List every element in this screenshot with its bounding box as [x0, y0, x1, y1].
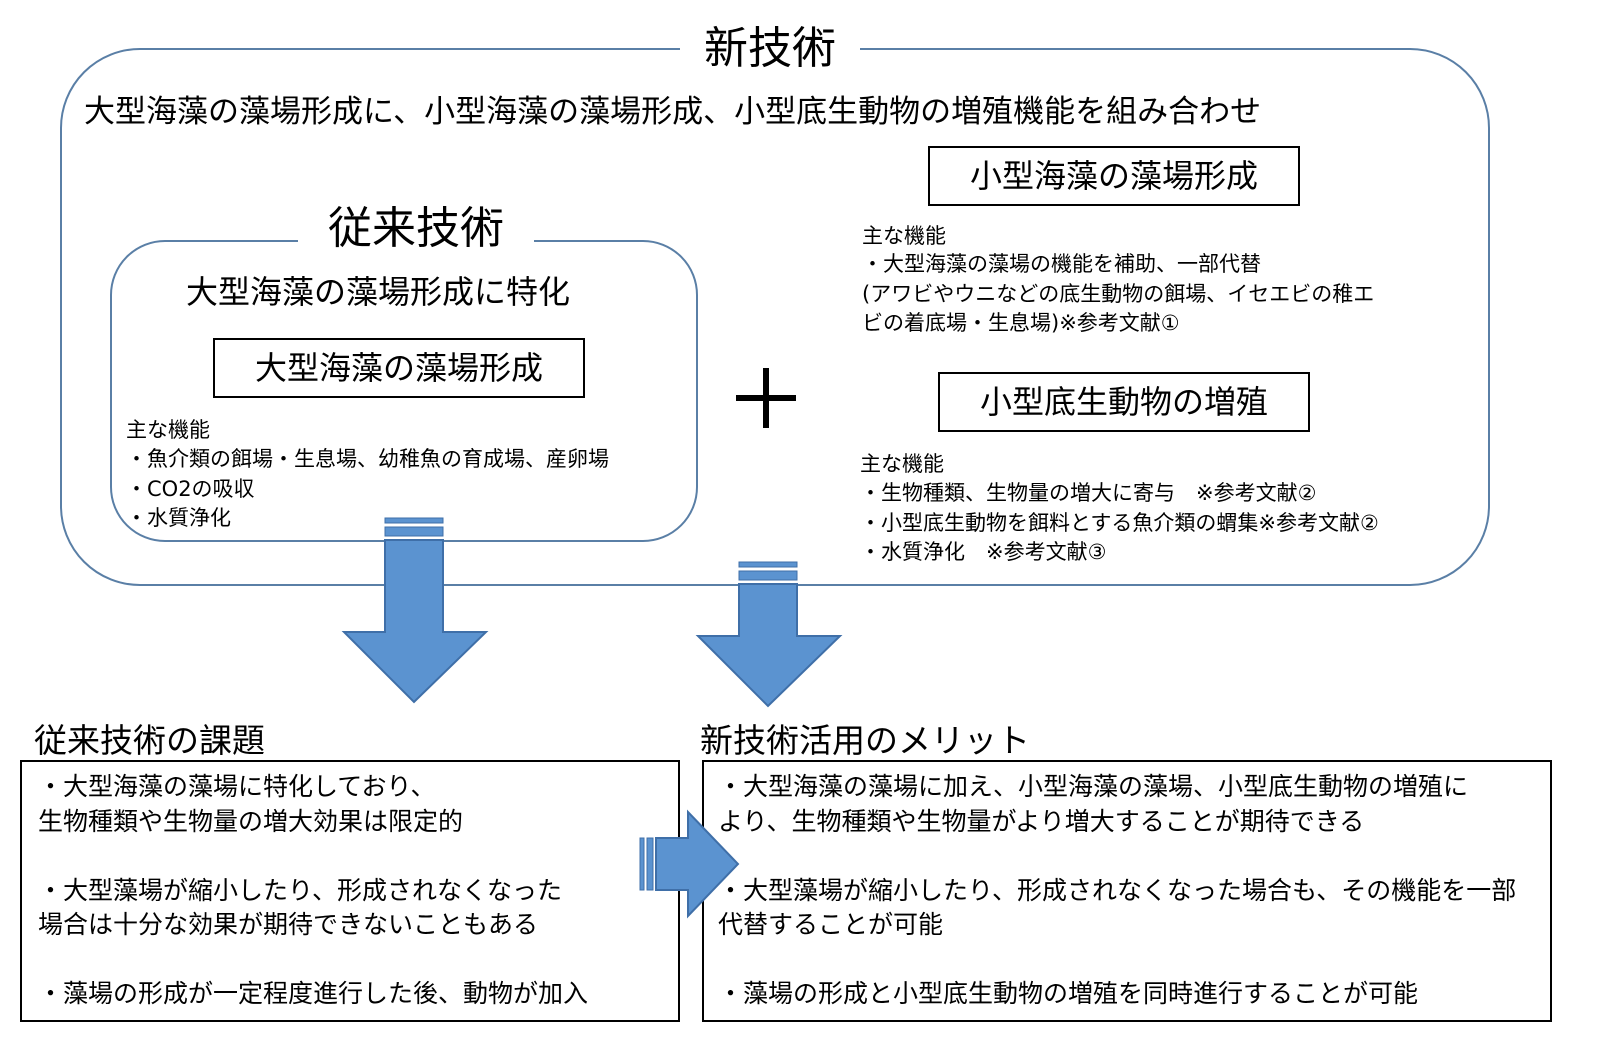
issue-line: 生物種類や生物量の増大効果は限定的	[38, 806, 464, 836]
merits-title: 新技術活用のメリット	[700, 721, 1030, 760]
merit-line: ・大型藻場が縮小したり、形成されなくなった場合も、その機能を一部	[718, 875, 1517, 905]
merit-line: ・大型海藻の藻場に加え、小型海藻の藻場、小型底生動物の増殖に	[718, 772, 1469, 801]
merits-box: ・大型海藻の藻場に加え、小型海藻の藻場、小型底生動物の増殖に より、生物種類や生…	[702, 760, 1552, 1022]
benthos-functions-list: ・生物種類、生物量の増大に寄与 ※参考文献② ・小型底生動物を餌料とする魚介類の…	[860, 479, 1379, 568]
list-item: ・水質浄化 ※参考文献③	[860, 540, 1107, 564]
small-seaweed-functions-list: ・大型海藻の藻場の機能を補助、一部代替 (アワビやウニなどの底生動物の餌場、イセ…	[862, 250, 1374, 339]
issue-line: ・藻場の形成が一定程度進行した後、動物が加入	[38, 979, 589, 1008]
issue-line: ・大型藻場が縮小したり、形成されなくなった	[38, 875, 563, 905]
conventional-functions-heading: 主な機能	[126, 418, 210, 442]
list-item: ・大型海藻の藻場の機能を補助、一部代替	[862, 252, 1261, 276]
plus-icon	[734, 366, 798, 430]
merit-line: 代替することが可能	[718, 910, 944, 939]
down-arrow-icon	[341, 517, 489, 704]
merit-line: ・藻場の形成と小型底生動物の増殖を同時進行することが可能	[718, 979, 1419, 1008]
new-tech-subtitle: 大型海藻の藻場形成に、小型海藻の藻場形成、小型底生動物の増殖機能を組み合わせ	[84, 94, 1262, 130]
list-item: ビの着底場・生息場)※参考文献①	[862, 311, 1180, 335]
small-seaweed-functions-heading: 主な機能	[862, 224, 946, 248]
down-arrow-icon	[695, 561, 843, 708]
list-item: ・魚介類の餌場・生息場、幼稚魚の育成場、産卵場	[126, 447, 609, 471]
merit-line: より、生物種類や生物量がより増大することが期待できる	[718, 806, 1365, 836]
new-tech-title: 新技術	[680, 22, 860, 76]
list-item: ・小型底生動物を餌料とする魚介類の蝟集※参考文献②	[860, 510, 1379, 535]
issues-box: ・大型海藻の藻場に特化しており、 生物種類や生物量の増大効果は限定的 ・大型藻場…	[20, 760, 680, 1022]
issue-line: 場合は十分な効果が期待できないこともある	[38, 910, 539, 939]
large-seaweed-box: 大型海藻の藻場形成	[213, 338, 585, 398]
issue-spacer	[38, 839, 678, 874]
issue-spacer	[38, 943, 678, 978]
list-item: ・水質浄化	[126, 506, 231, 530]
merit-spacer	[718, 839, 1550, 874]
benthos-box: 小型底生動物の増殖	[938, 372, 1310, 432]
conventional-functions-list: ・魚介類の餌場・生息場、幼稚魚の育成場、産卵場 ・CO2の吸収 ・水質浄化	[126, 445, 609, 534]
list-item: ・生物種類、生物量の増大に寄与 ※参考文献②	[860, 481, 1317, 505]
conventional-title: 従来技術	[298, 202, 534, 256]
merit-spacer	[718, 943, 1550, 978]
issues-title: 従来技術の課題	[34, 721, 265, 760]
benthos-functions-heading: 主な機能	[860, 452, 944, 476]
list-item: ・CO2の吸収	[126, 476, 255, 501]
small-seaweed-box: 小型海藻の藻場形成	[928, 146, 1300, 206]
right-arrow-icon	[639, 809, 740, 919]
list-item: (アワビやウニなどの底生動物の餌場、イセエビの稚エ	[862, 281, 1375, 306]
issue-line: ・大型海藻の藻場に特化しており、	[38, 772, 436, 801]
conventional-subtitle: 大型海藻の藻場形成に特化	[186, 273, 571, 311]
